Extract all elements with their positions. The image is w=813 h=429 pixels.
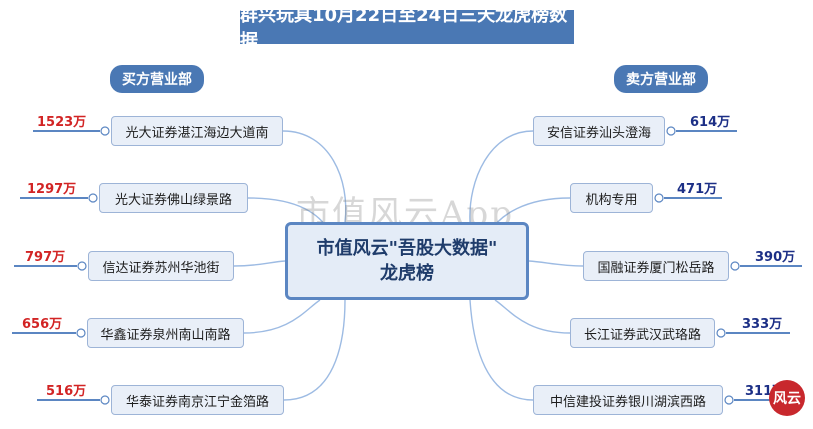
buyer-amount-1: 1523万 [37, 115, 87, 130]
connector-seller-5 [469, 299, 534, 401]
buyer-amount-2: 1297万 [27, 182, 77, 197]
seller-node-2: 机构专用 [570, 183, 653, 213]
seller-amount-3: 390万 [755, 250, 796, 265]
seller-node-4: 长江证券武汉武珞路 [570, 318, 715, 348]
connector-buyer-5 [283, 299, 346, 401]
center-title: 市值风云"吾股大数据" [316, 238, 498, 259]
buyer-node-1: 光大证券湛江海边大道南 [111, 116, 283, 146]
center-node: 市值风云"吾股大数据" 龙虎榜 [285, 222, 529, 300]
buyer-section-label: 买方营业部 [110, 65, 204, 93]
page-title: 群兴玩具10月22日至24日三天龙虎榜数据 [240, 5, 574, 52]
seller-section-label: 卖方营业部 [614, 65, 708, 93]
connector-seller-4 [494, 299, 571, 334]
buyer-node-2: 光大证券佛山绿景路 [99, 183, 248, 213]
buyer-amount-3: 797万 [25, 250, 66, 265]
seller-amount-2: 471万 [677, 182, 718, 197]
buyer-node-4: 华鑫证券泉州南山南路 [87, 318, 244, 348]
connector-seller-3 [528, 260, 584, 267]
seller-node-1: 安信证券汕头澄海 [533, 116, 665, 146]
connector-buyer-3 [233, 260, 286, 267]
center-subtitle: 龙虎榜 [380, 263, 434, 284]
connector-buyer-4 [243, 299, 321, 334]
seller-node-3: 国融证券厦门松岳路 [583, 251, 729, 281]
buyer-node-3: 信达证券苏州华池街 [88, 251, 234, 281]
buyer-amount-4: 656万 [22, 317, 63, 332]
buyer-node-5: 华泰证券南京江宁金箔路 [111, 385, 284, 415]
buyer-amount-5: 516万 [46, 384, 87, 399]
seller-amount-1: 614万 [690, 115, 731, 130]
connector-seller-1 [469, 130, 534, 223]
seller-node-5: 中信建投证券银川湖滨西路 [533, 385, 723, 415]
watermark-logo-icon: 风云 [769, 380, 805, 416]
seller-amount-4: 333万 [742, 317, 783, 332]
connector-buyer-1 [282, 130, 347, 223]
